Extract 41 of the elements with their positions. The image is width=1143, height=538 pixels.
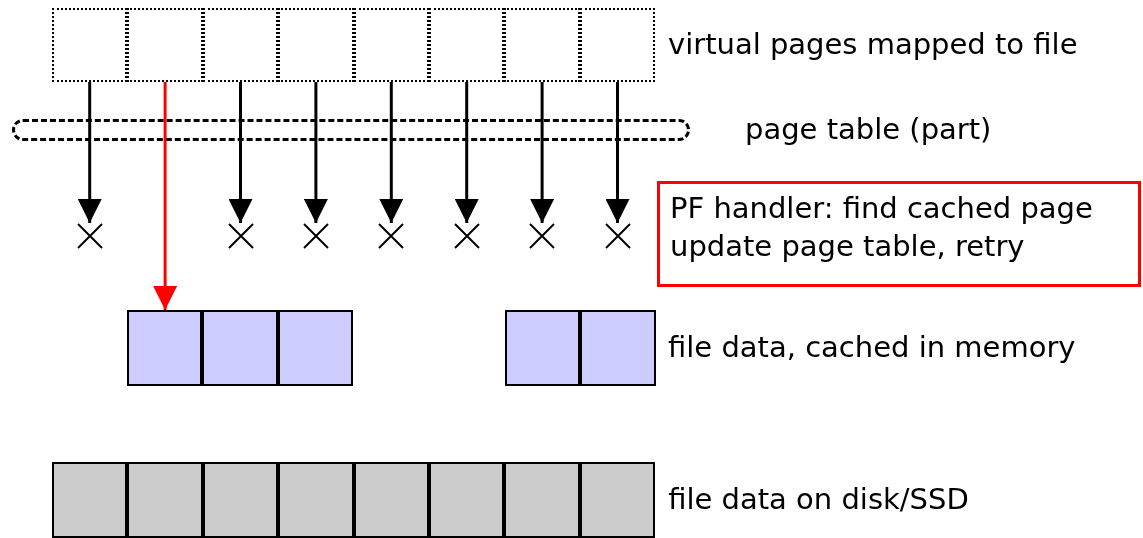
- virtual-page-box: [52, 8, 128, 82]
- arrow: [605, 82, 630, 223]
- arrow: [153, 82, 178, 310]
- arrow: [228, 82, 253, 223]
- cached-page-box: [202, 310, 278, 386]
- arrow: [77, 82, 102, 223]
- disk-block-box: [429, 462, 505, 538]
- row-caption: file data, cached in memory: [668, 330, 1076, 365]
- arrow: [303, 82, 328, 223]
- disk-block-box: [202, 462, 279, 538]
- arrow: [530, 82, 555, 223]
- cached-page-box: [277, 310, 354, 386]
- disk-block-box: [278, 462, 354, 538]
- virtual-page-box: [202, 8, 279, 82]
- disk-block-box: [127, 462, 203, 538]
- invalid-cross-icon: [76, 223, 103, 249]
- arrow: [454, 82, 479, 223]
- invalid-cross-icon: [453, 223, 480, 249]
- virtual-page-box: [504, 8, 580, 82]
- invalid-cross-icon: [302, 223, 329, 249]
- invalid-cross-icon: [378, 223, 405, 249]
- cached-page-box: [505, 310, 581, 386]
- virtual-page-box: [127, 8, 203, 82]
- row-caption: page table (part): [745, 112, 992, 147]
- row-caption: file data on disk/SSD: [668, 482, 969, 517]
- cached-page-box: [580, 310, 656, 386]
- disk-block-box: [504, 462, 580, 538]
- cached-page-box: [127, 310, 203, 386]
- virtual-page-box: [429, 8, 505, 82]
- virtual-page-box: [353, 8, 429, 82]
- virtual-page-box: [579, 8, 656, 82]
- invalid-cross-icon: [604, 223, 631, 249]
- disk-block-box: [353, 462, 429, 538]
- disk-block-box: [52, 462, 128, 538]
- invalid-cross-icon: [227, 223, 254, 249]
- handler-box: PF handler: find cached page update page table, retry: [657, 181, 1141, 287]
- virtual-page-box: [278, 8, 354, 82]
- arrow: [379, 82, 404, 223]
- invalid-cross-icon: [529, 223, 556, 249]
- row-caption: virtual pages mapped to file: [668, 27, 1078, 62]
- disk-block-box: [579, 462, 656, 538]
